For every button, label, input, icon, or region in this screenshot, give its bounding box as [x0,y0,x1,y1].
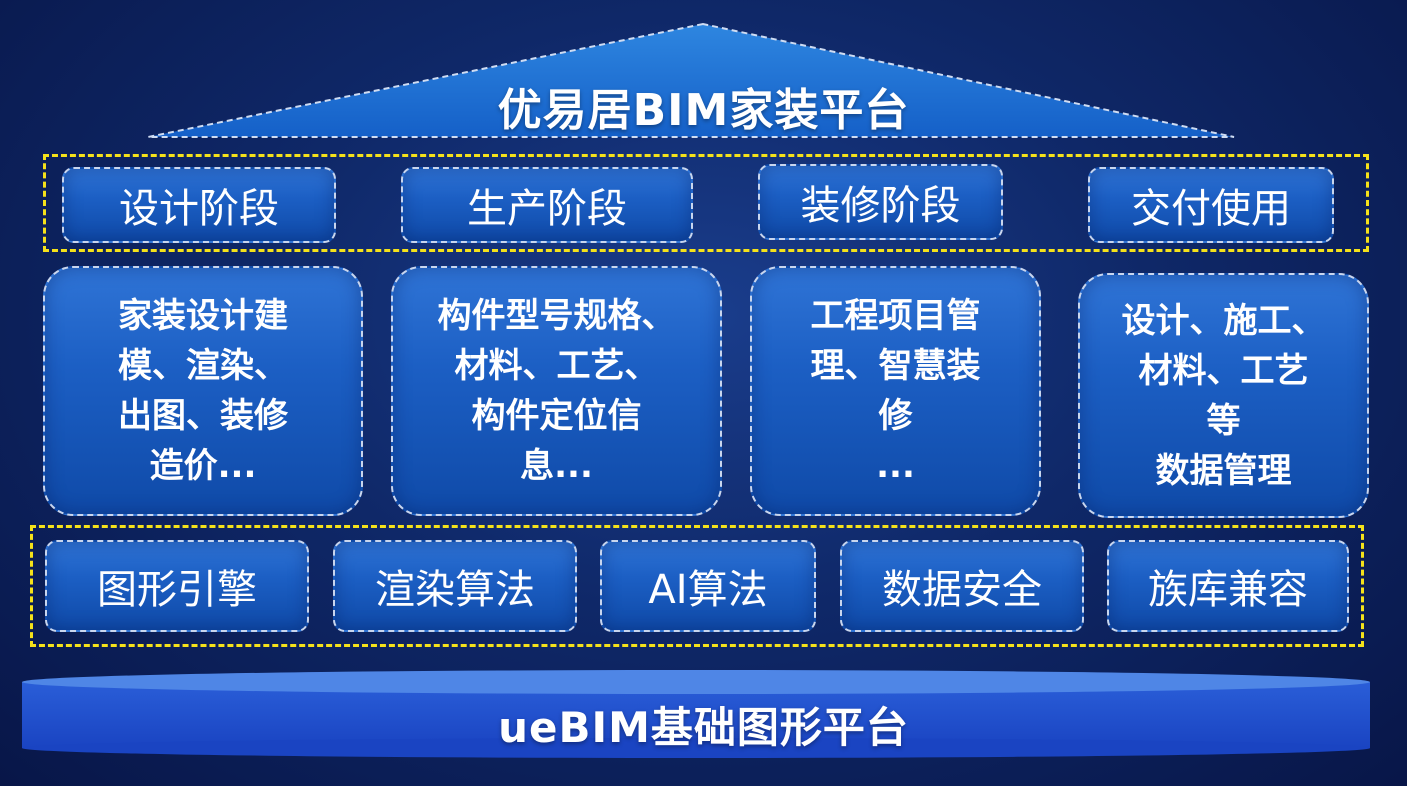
base-platform-title: ueBIM基础图形平台 [498,703,909,752]
stage-delivery: 交付使用 [1088,167,1334,243]
description-delivery: 设计、施工、 材料、工艺 等 数据管理 [1078,273,1369,518]
description-line: 构件型号规格、 [437,296,676,336]
stage-design: 设计阶段 [62,167,336,243]
description-line: 修 [878,396,913,436]
description-production: 构件型号规格、 材料、工艺、 构件定位信 息... [391,266,722,516]
description-line: 材料、工艺、 [454,346,659,386]
description-renovation: 工程项目管 理、智慧装 修 ... [750,266,1041,516]
tech-data-security: 数据安全 [840,540,1084,632]
stage-label: 装修阶段 [800,183,961,229]
description-line: 工程项目管 [810,296,981,336]
roof-triangle [147,22,1235,138]
description-line: 数据管理 [1155,450,1292,491]
tech-label: 数据安全 [882,567,1042,613]
description-line: 构件定位信 [471,396,642,436]
platform-title: 优易居BIM家装平台 [497,85,910,136]
description-line: 理、智慧装 [810,346,981,386]
stage-label: 设计阶段 [119,186,279,232]
tech-graphics-engine: 图形引擎 [45,540,309,632]
tech-label: 族库兼容 [1148,567,1308,613]
technology-row-frame [30,525,1364,647]
tech-label: 渲染算法 [375,567,535,613]
description-line: 等 [1206,400,1241,441]
tech-rendering-algorithm: 渲染算法 [333,540,577,632]
tech-ai-algorithm: AI算法 [600,540,816,632]
tech-family-library-compat: 族库兼容 [1107,540,1349,632]
description-line: 模、渲染、 [118,346,288,386]
stage-production: 生产阶段 [401,167,693,243]
description-design: 家装设计建 模、渲染、 出图、装修 造价... [43,266,363,516]
description-line: 家装设计建 [118,296,288,336]
tech-label: AI算法 [648,567,768,613]
description-line: 材料、工艺 [1138,350,1309,391]
description-line: 造价... [149,446,257,486]
stage-renovation: 装修阶段 [758,164,1003,240]
stage-label: 生产阶段 [467,186,627,232]
description-line: 息... [520,446,593,486]
description-line: ... [876,446,915,486]
tech-label: 图形引擎 [97,567,257,613]
stage-row-frame [43,154,1369,252]
description-line: 出图、装修 [118,396,288,436]
description-line: 设计、施工、 [1121,300,1326,341]
stage-label: 交付使用 [1131,186,1291,232]
